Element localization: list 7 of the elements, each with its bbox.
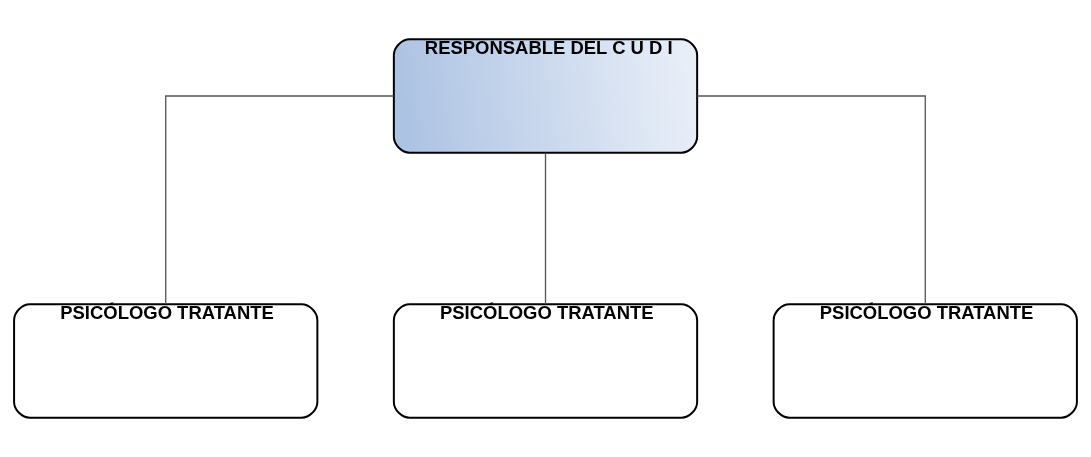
connector <box>544 152 547 305</box>
node-box: RESPONSABLE DEL C U D I <box>392 38 699 154</box>
connector <box>165 95 395 305</box>
node-box: PSICÓLOGO TRATANTE <box>772 303 1078 419</box>
connector <box>696 95 926 305</box>
node-box: PSICÓLOGO TRATANTE <box>13 303 319 419</box>
node-box: PSICÓLOGO TRATANTE <box>392 303 699 419</box>
